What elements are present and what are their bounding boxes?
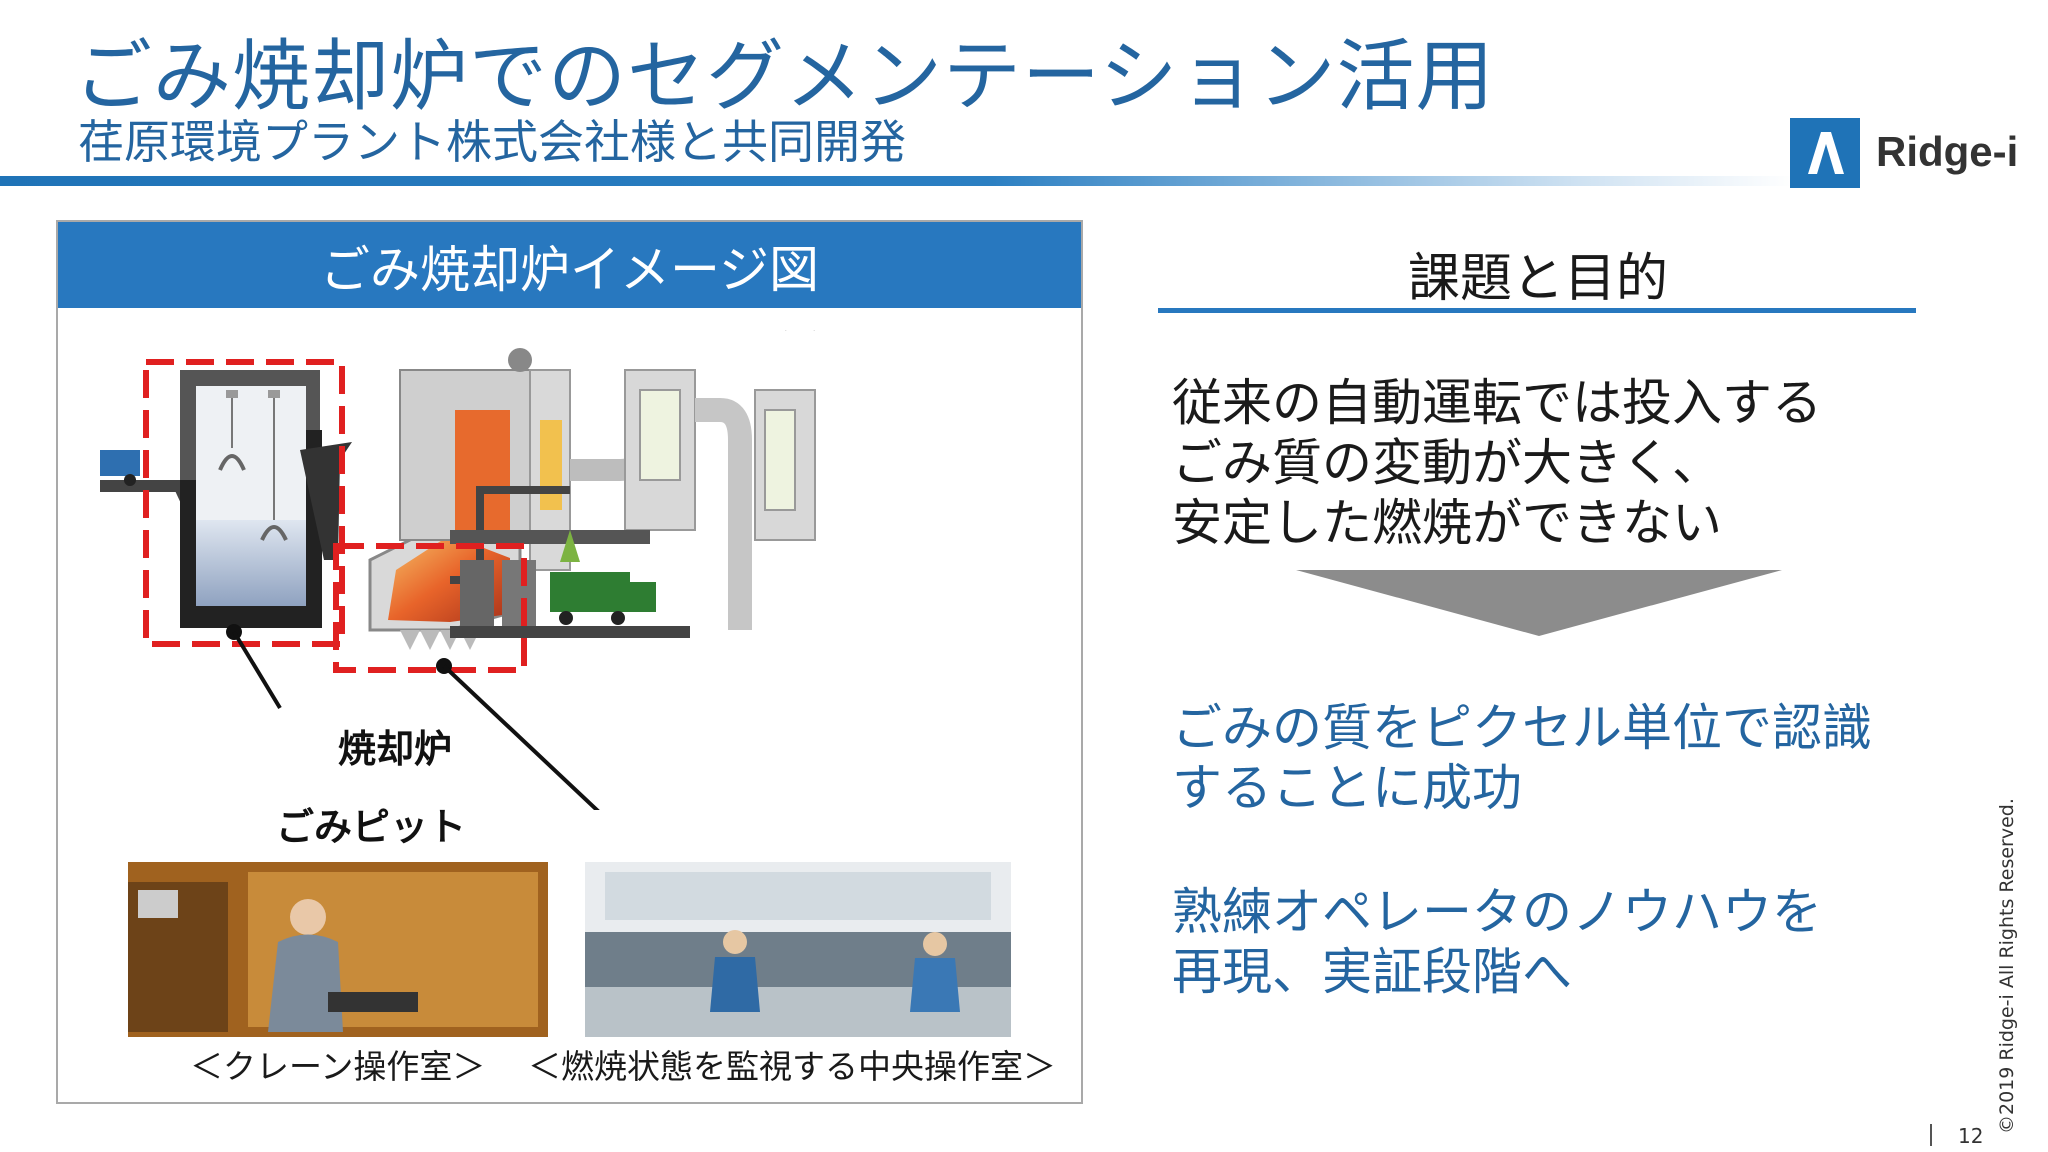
page-subtitle: 荏原環境プラント株式会社様と共同開発 — [78, 115, 906, 169]
copyright-notice: ©2019 Ridge-i All Rights Reserved. — [1996, 798, 2018, 1134]
logo-text: Ridge-i — [1876, 128, 2019, 175]
ash-handling — [450, 486, 690, 638]
problem-text-line: 従来の自動運転では投入する — [1172, 374, 1822, 432]
page-title: ごみ焼却炉でのセグメンテーション活用 — [74, 32, 1495, 122]
crane-grab-icon — [218, 390, 288, 541]
garbage-truck-icon — [100, 450, 140, 486]
incinerator-diagram — [100, 330, 816, 810]
result-text-line: 再現、実証段階へ — [1172, 943, 1572, 1001]
flue-gas-treatment — [570, 330, 816, 630]
page-number-separator — [1930, 1124, 1932, 1146]
garbage-pit-structure — [100, 370, 322, 628]
down-arrow-icon — [1296, 570, 1782, 636]
label-garbage-pit: ごみピット — [276, 805, 467, 849]
pit-highlight-box — [143, 359, 345, 647]
issues-divider — [1158, 308, 1916, 313]
diagram-panel-title: ごみ焼却炉イメージ図 — [320, 241, 819, 299]
result-text-line: ごみの質をピクセル単位で認識 — [1172, 699, 1872, 757]
label-incinerator: 焼却炉 — [338, 727, 453, 771]
result-text-line: 熟練オペレータのノウハウを — [1172, 883, 1822, 941]
header-divider — [0, 176, 1795, 186]
crane-control-room-photo — [128, 862, 548, 1037]
issues-heading: 課題と目的 — [1407, 249, 1668, 309]
ridge-i-logo-icon — [1790, 118, 1860, 188]
page-number: 12 — [1958, 1124, 1984, 1148]
result-text-line: することに成功 — [1172, 759, 1522, 817]
caption-crane-room: ＜クレーン操作室＞ — [190, 1047, 486, 1086]
caption-control-room: ＜燃焼状態を監視する中央操作室＞ — [528, 1047, 1056, 1086]
furnace-highlight-box — [333, 543, 527, 673]
problem-text-line: 安定した燃焼ができない — [1172, 494, 1722, 552]
problem-text-line: ごみ質の変動が大きく、 — [1172, 434, 1722, 492]
diagram-panel-header — [58, 222, 1081, 308]
central-control-room-photo — [585, 862, 1011, 1037]
